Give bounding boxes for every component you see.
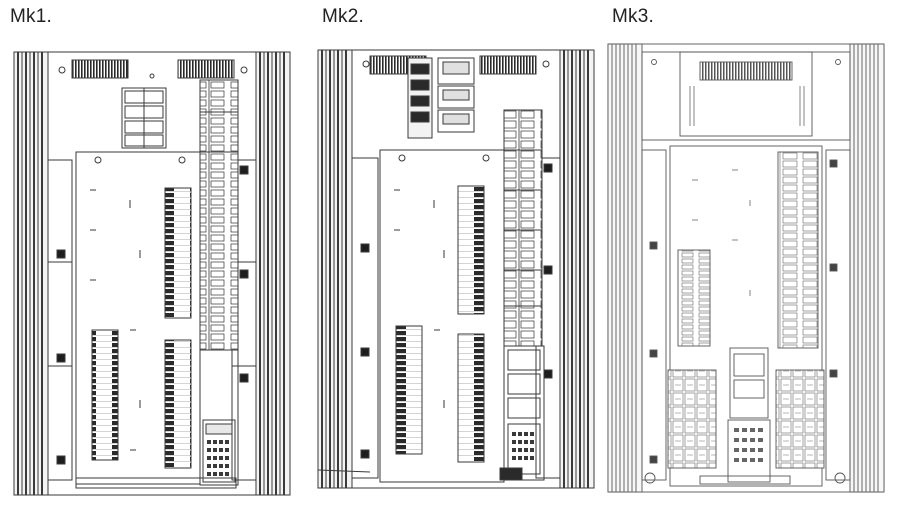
mk3-top-vent [699, 61, 793, 81]
mk3-enclosure [607, 43, 885, 493]
mk1-left-heatsink [13, 51, 49, 496]
mk1-terminal-strip-lower-right [164, 339, 192, 469]
mk2-contactor-group [437, 57, 475, 133]
panel-label-mk3: Mk3. [612, 6, 654, 27]
mk3-panel-drawing [607, 43, 885, 493]
mk1-control-unit [199, 349, 239, 486]
mk2-keypad [507, 423, 541, 475]
mk2-fuse-block [407, 57, 433, 139]
mk2-terminal-strip-lower-right [457, 333, 485, 463]
mk3-left-heatsink [607, 43, 643, 493]
mk1-terminal-strip-upper [164, 187, 192, 319]
mk2-control-unit [503, 345, 545, 481]
mk3-main-board [669, 145, 823, 487]
mk2-top-vent-right [479, 55, 537, 75]
mk3-right-heatsink [849, 43, 885, 493]
mk3-relay-bank-right [775, 369, 825, 469]
mk1-top-vent-right [177, 59, 235, 79]
mk1-breaker-column [199, 79, 239, 351]
mk2-terminal-strip-upper [457, 185, 485, 315]
mk1-right-heatsink [255, 51, 291, 496]
mk3-relay-bank-left [667, 369, 717, 469]
mk1-top-vent-left [71, 59, 129, 79]
mk3-terminal-strip-left [677, 249, 711, 347]
mk2-breaker-column [503, 109, 543, 347]
mk3-breaker-column [777, 151, 819, 349]
mk2-left-heatsink [317, 49, 353, 489]
mk2-terminal-strip-lower-left [395, 325, 423, 455]
mk1-terminal-strip-lower-left [91, 329, 119, 461]
mk3-keypad [727, 419, 771, 483]
mk1-fuse-holder-group [121, 87, 167, 149]
mk2-panel-drawing [317, 49, 595, 489]
panel-label-mk2: Mk2. [322, 6, 364, 27]
mk1-panel-drawing [13, 51, 291, 496]
mk3-control-unit [729, 347, 769, 419]
mk1-keypad [202, 419, 236, 483]
panel-label-mk1: Mk1. [10, 6, 52, 27]
mk2-right-heatsink [559, 49, 595, 489]
